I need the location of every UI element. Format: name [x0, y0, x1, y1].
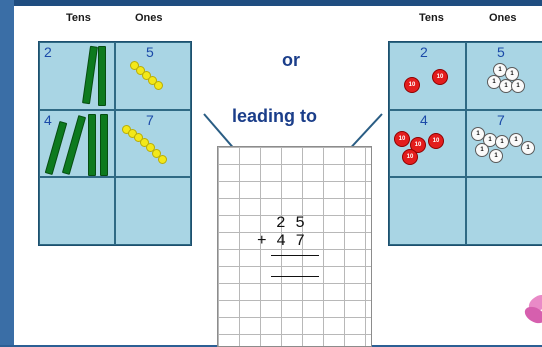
right-ones-digit-row1: 5	[497, 44, 505, 60]
ten-coin-icon: 10	[394, 131, 410, 147]
ten-coin-icon: 10	[432, 69, 448, 85]
ten-coin-icon: 10	[402, 149, 418, 165]
right-tens-cell-row1: 2 10 10	[389, 42, 466, 110]
right-tens-digit-row1: 2	[420, 44, 428, 60]
right-tens-digit-row2: 4	[420, 112, 428, 128]
right-tens-cell-row3	[389, 177, 466, 245]
logo-icon	[522, 292, 542, 332]
one-coin-icon: 1	[495, 135, 509, 149]
ten-coin-icon: 10	[428, 133, 444, 149]
squared-paper: 2 5 + 4 7	[217, 146, 372, 347]
right-ones-cell-row1: 5 1 1 1 1 1	[466, 42, 542, 110]
one-coin-icon: 1	[475, 143, 489, 157]
right-ones-digit-row2: 7	[497, 112, 505, 128]
right-place-value-grid: 2 10 10 5 1 1 1 1 1 4 10 10 10 10 7 1 1 …	[388, 41, 542, 246]
right-ones-cell-row2: 7 1 1 1 1 1 1 1	[466, 110, 542, 178]
one-coin-icon: 1	[521, 141, 535, 155]
ten-coin-icon: 10	[404, 77, 420, 93]
slide: Tens Ones 2 5 4 7	[14, 6, 542, 345]
one-coin-icon: 1	[511, 79, 525, 93]
answer-bottom-rule	[271, 276, 319, 277]
right-ones-cell-row3	[466, 177, 542, 245]
right-tens-cell-row2: 4 10 10 10 10	[389, 110, 466, 178]
right-ones-header: Ones	[489, 12, 517, 24]
calc-top-number: 2 5	[276, 214, 305, 232]
right-tens-header: Tens	[419, 12, 444, 24]
one-coin-icon: 1	[489, 149, 503, 163]
window-left-edge	[0, 0, 14, 345]
answer-top-rule	[271, 255, 319, 256]
calc-addend-row: + 4 7	[257, 232, 305, 250]
